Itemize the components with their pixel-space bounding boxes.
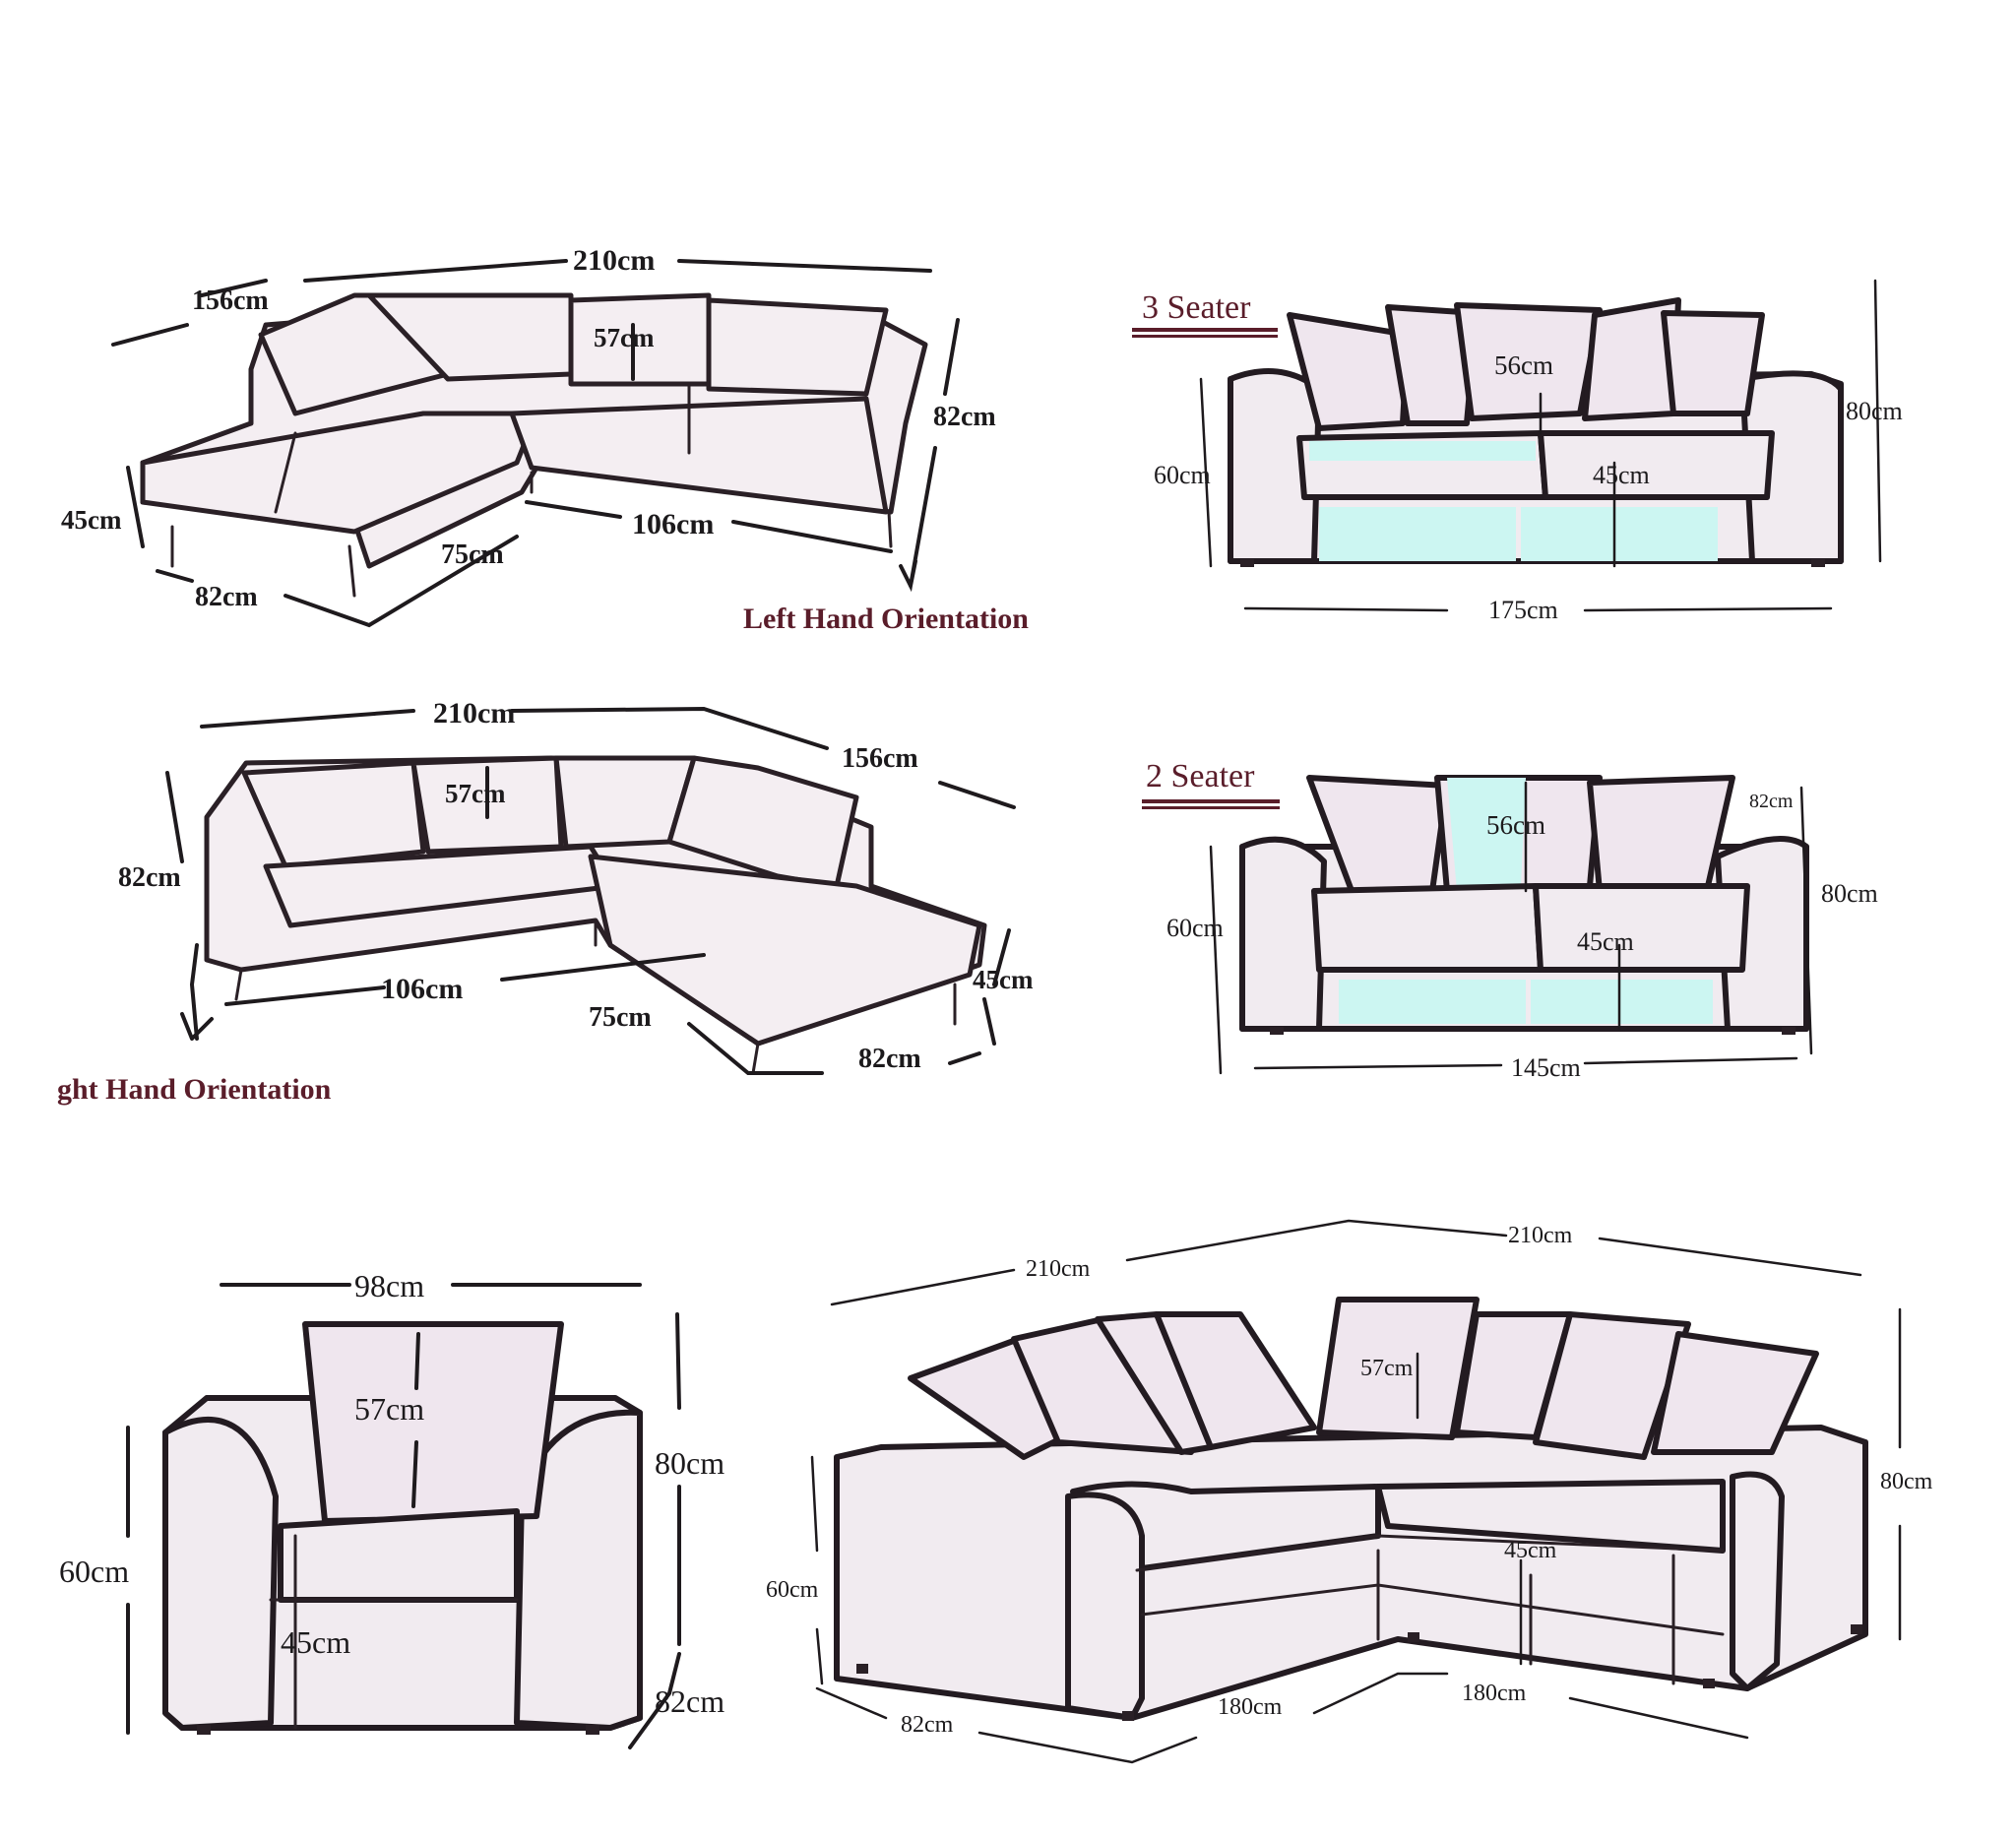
dim-label-width: 98cm: [354, 1268, 425, 1303]
dim-label-inner: 75cm: [441, 540, 504, 570]
dim-label-seat: 45cm: [1593, 461, 1650, 489]
dim-label-length: 106cm: [381, 973, 464, 1005]
dim-label-left-width: 210cm: [1026, 1256, 1091, 1282]
dim-label-back-height: 57cm: [594, 323, 655, 352]
orientation-caption: ght Hand Orientation: [57, 1073, 332, 1106]
dim-label-seat: 45cm: [1577, 927, 1634, 956]
two-seater-sofa: [1142, 775, 1813, 1075]
dim-label-inner: 75cm: [589, 1002, 652, 1033]
dim-label-width: 145cm: [1511, 1053, 1581, 1082]
right-corner-sofa: [165, 706, 1016, 1075]
dim-label-height: 80cm: [1821, 879, 1878, 908]
dim-label-arm-height: 60cm: [1166, 914, 1224, 942]
dim-label-right-width: 210cm: [1508, 1223, 1573, 1248]
dim-label-seat-height: 45cm: [61, 505, 122, 535]
dim-label-total-width: 210cm: [433, 697, 516, 730]
dim-label-depth: 82cm: [858, 1044, 921, 1074]
dim-label-back: 57cm: [354, 1391, 425, 1427]
corner-sofa: [810, 1219, 1902, 1764]
section-title: 2 Seater: [1146, 758, 1255, 794]
dim-label-height: 80cm: [655, 1445, 725, 1481]
dim-label-depth: 82cm: [195, 582, 258, 612]
dim-label-height: 82cm: [118, 862, 181, 893]
dim-label-total-width: 210cm: [573, 244, 656, 277]
dim-label-height: 82cm: [933, 402, 996, 432]
three-seater-sofa: [1132, 279, 1882, 612]
dim-label-arm-height: 60cm: [1154, 461, 1211, 489]
dim-label-width: 175cm: [1488, 596, 1558, 624]
dim-label-back-height: 57cm: [445, 779, 506, 808]
dim-label-arm-height: 60cm: [766, 1577, 819, 1603]
dim-label-side-width: 156cm: [192, 286, 269, 316]
section-title: 3 Seater: [1142, 289, 1251, 326]
dim-label-back: 57cm: [1360, 1356, 1414, 1381]
dim-label-depth: 82cm: [655, 1683, 725, 1719]
dim-label-seat: 45cm: [1504, 1538, 1557, 1563]
dim-label-arm-height: 60cm: [59, 1554, 130, 1589]
dim-label-depth: 82cm: [901, 1712, 954, 1738]
dim-label-seat: 45cm: [281, 1624, 351, 1660]
dim-label-length: 106cm: [632, 508, 715, 540]
dim-label-height: 80cm: [1846, 397, 1903, 425]
left-corner-sofa: [111, 259, 960, 628]
armchair: [126, 1283, 681, 1749]
dim-label-back: 56cm: [1486, 810, 1545, 840]
dim-label-depth: 82cm: [1749, 791, 1794, 812]
dim-label-height: 80cm: [1880, 1469, 1933, 1494]
dim-label-back: 56cm: [1494, 350, 1553, 380]
dim-label-left-run: 180cm: [1218, 1694, 1283, 1720]
orientation-caption: Left Hand Orientation: [743, 603, 1029, 635]
dim-label-right-run: 180cm: [1462, 1681, 1527, 1706]
dim-label-seat-height: 45cm: [973, 965, 1034, 994]
dim-label-side-width: 156cm: [842, 743, 918, 774]
